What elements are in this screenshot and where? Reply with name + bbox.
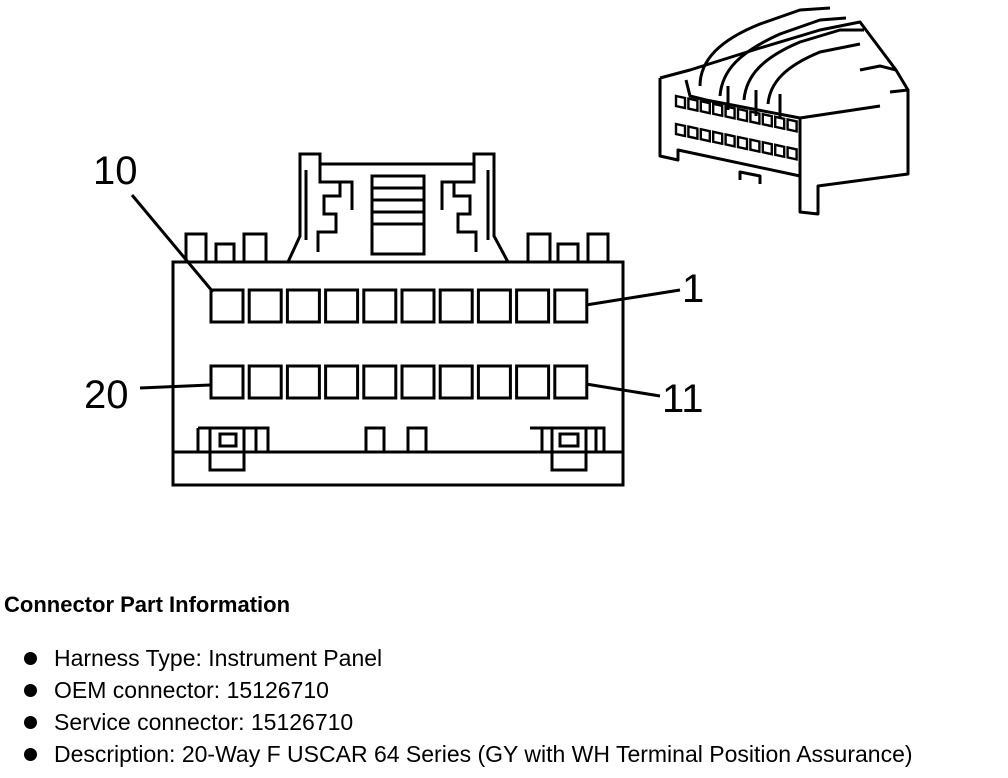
info-item-description: Description: 20-Way F USCAR 64 Series (G… bbox=[4, 738, 1004, 770]
pin-cavity-15 bbox=[400, 364, 436, 400]
pin-cavity-1 bbox=[553, 288, 589, 324]
info-item-label: Service connector: 15126710 bbox=[54, 709, 354, 735]
pin-cavity-2 bbox=[515, 288, 551, 324]
info-item-label: OEM connector: 15126710 bbox=[54, 677, 329, 703]
iso-pin-cavity-1 bbox=[786, 117, 798, 133]
iso-pin-cavity-18 bbox=[699, 127, 711, 143]
right-top-tabs bbox=[526, 232, 610, 262]
info-item-label: Description: 20-Way F USCAR 64 Series (G… bbox=[54, 741, 913, 767]
connector-diagram: 10 1 20 11 bbox=[84, 6, 910, 487]
pin-cavity-9 bbox=[247, 288, 283, 324]
iso-pin-cavity-15 bbox=[736, 135, 749, 151]
info-item-oem-connector: OEM connector: 15126710 bbox=[4, 674, 1004, 706]
leader-pin-20 bbox=[139, 383, 211, 390]
iso-pin-cavity-14 bbox=[749, 138, 761, 154]
info-title: Connector Part Information bbox=[4, 592, 291, 617]
pin-cavity-17 bbox=[324, 364, 360, 400]
iso-pin-cavity-8 bbox=[699, 99, 711, 115]
bullet-icon bbox=[24, 748, 37, 761]
pin-cavity-7 bbox=[324, 288, 360, 324]
pin-cavity-6 bbox=[362, 288, 398, 324]
pin-cavities bbox=[209, 288, 589, 400]
iso-pin-cavity-9 bbox=[687, 97, 699, 113]
left-bottom-key bbox=[196, 426, 270, 472]
iso-pin-cavity-16 bbox=[724, 132, 736, 148]
pin-label-1: 1 bbox=[682, 267, 704, 311]
info-list: Harness Type: Instrument Panel OEM conne… bbox=[4, 642, 1004, 770]
latch-right-detail bbox=[440, 164, 490, 252]
pin-cavity-16 bbox=[362, 364, 398, 400]
pin-cavity-3 bbox=[476, 288, 512, 324]
leader-pin-10 bbox=[130, 194, 215, 293]
left-top-tabs bbox=[184, 232, 268, 262]
iso-pin-cavity-20 bbox=[674, 122, 687, 138]
pin-cavity-13 bbox=[476, 364, 512, 400]
iso-pin-cavity-17 bbox=[712, 130, 724, 146]
connector-face bbox=[171, 152, 625, 487]
iso-pin-cavity-5 bbox=[736, 107, 749, 123]
pin-cavity-10 bbox=[209, 288, 245, 324]
pin-label-10: 10 bbox=[93, 149, 138, 193]
connector-info-section: Connector Part Information Harness Type:… bbox=[4, 592, 1004, 770]
bullet-icon bbox=[24, 652, 37, 665]
latch-center-block bbox=[370, 174, 426, 256]
iso-pin-cavity-4 bbox=[749, 110, 761, 126]
iso-pin-cavity-3 bbox=[761, 112, 773, 128]
isometric-pin-cavities bbox=[674, 94, 798, 161]
info-item-harness-type: Harness Type: Instrument Panel bbox=[4, 642, 1004, 674]
connector-body bbox=[171, 260, 625, 487]
right-bottom-key bbox=[530, 426, 606, 472]
info-item-service-connector: Service connector: 15126710 bbox=[4, 706, 1004, 738]
pin-cavity-14 bbox=[438, 364, 474, 400]
iso-pin-cavity-12 bbox=[774, 143, 786, 159]
pin-cavity-8 bbox=[285, 288, 321, 324]
iso-pin-cavity-2 bbox=[774, 115, 786, 131]
pin-label-11: 11 bbox=[662, 377, 704, 421]
leader-pin-11 bbox=[585, 382, 661, 398]
pin-cavity-18 bbox=[285, 364, 321, 400]
iso-pin-cavity-13 bbox=[761, 140, 773, 156]
iso-pin-cavity-6 bbox=[724, 104, 736, 120]
latch-left-detail bbox=[304, 164, 354, 252]
pin-cavity-5 bbox=[400, 288, 436, 324]
leader-lines bbox=[130, 194, 681, 398]
pin-cavity-20 bbox=[209, 364, 245, 400]
pin-cavity-19 bbox=[247, 364, 283, 400]
iso-pin-cavity-11 bbox=[786, 145, 798, 161]
iso-pin-cavity-10 bbox=[674, 94, 687, 110]
pin-label-20: 20 bbox=[84, 373, 129, 417]
iso-pin-cavity-7 bbox=[712, 102, 724, 118]
latch-housing bbox=[286, 152, 510, 263]
pin-cavity-4 bbox=[438, 288, 474, 324]
pin-cavity-12 bbox=[515, 364, 551, 400]
bullet-icon bbox=[24, 684, 37, 697]
center-bottom-key bbox=[364, 426, 428, 452]
pin-cavity-11 bbox=[553, 364, 589, 400]
iso-pin-cavity-19 bbox=[687, 125, 699, 141]
info-item-label: Harness Type: Instrument Panel bbox=[54, 645, 383, 671]
leader-pin-1 bbox=[585, 288, 681, 307]
bullet-icon bbox=[24, 716, 37, 729]
